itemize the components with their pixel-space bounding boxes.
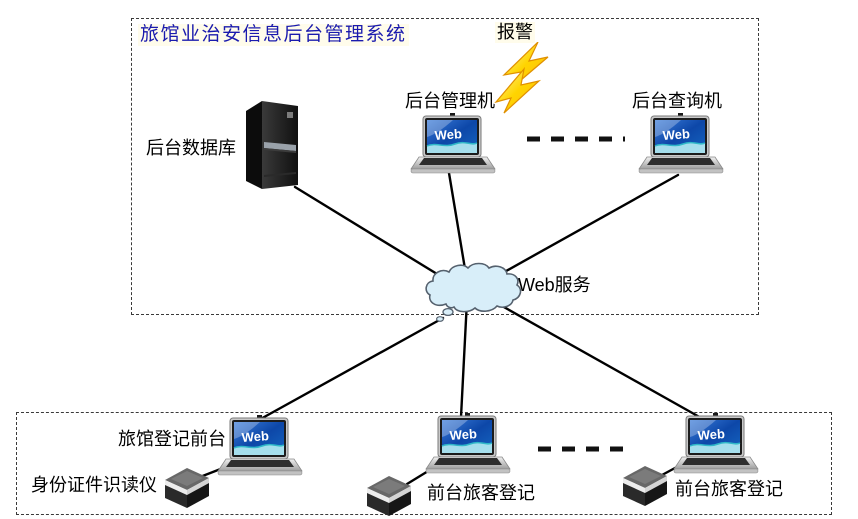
connection-line-cloud-frontdesk [255,316,445,423]
guest-laptop-right-icon: Web [672,413,760,480]
management-laptop-label: 后台管理机 [405,91,495,111]
guest-laptop-center-icon: Web [424,413,512,480]
web-service-label: Web服务 [518,275,591,295]
alarm-label: 报警 [495,22,535,43]
system-title: 旅馆业治安信息后台管理系统 [138,24,409,46]
laptop-screen-text: Web [241,428,269,445]
id-reader-left-icon [163,465,211,514]
guest-registration-label-center: 前台旅客登记 [427,483,535,503]
database-label: 后台数据库 [146,138,236,158]
laptop-screen-text: Web [662,126,690,143]
guest-registration-label-right: 前台旅客登记 [675,479,783,499]
query-laptop-label: 后台查询机 [632,91,722,111]
web-service-cloud-icon [424,262,524,329]
id-reader-center-icon [365,473,413,519]
laptop-screen-text: Web [434,126,462,143]
management-laptop-icon: Web [409,113,497,180]
laptop-screen-text: Web [697,426,725,443]
query-laptop-icon: Web [637,113,725,180]
laptop-screen-text: Web [449,426,477,443]
lightning-icon [492,41,552,121]
id-reader-right-icon [621,463,669,512]
frontdesk-label: 旅馆登记前台 [118,429,226,449]
database-server-icon [243,97,301,196]
id-reader-label: 身份证件识读仪 [31,475,157,495]
frontdesk-laptop-icon: Web [216,415,304,482]
